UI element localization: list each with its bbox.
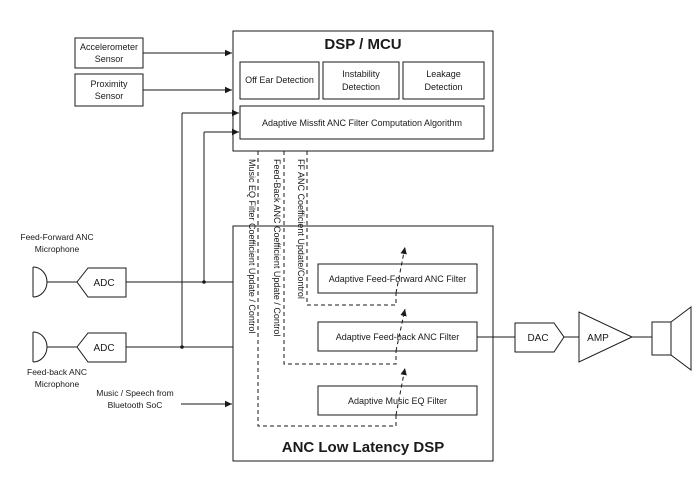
music-source-label-1: Music / Speech from xyxy=(96,388,173,398)
microphone-icon xyxy=(32,331,48,363)
dsp-mcu-title: DSP / MCU xyxy=(324,36,401,53)
off-ear-detection-label: Off Ear Detection xyxy=(245,75,314,85)
dac-block: DAC xyxy=(514,322,565,353)
fb-adc-block: ADC xyxy=(76,332,127,363)
adaptive-algorithm-label: Adaptive Missfit ANC Filter Computation … xyxy=(262,118,462,128)
eq-filter-label: Adaptive Music EQ Filter xyxy=(348,396,447,406)
ff-filter-label: Adaptive Feed-Forward ANC Filter xyxy=(329,274,467,284)
mic-feedback-paths xyxy=(180,109,239,349)
music-source-label-2: Bluetooth SoC xyxy=(108,400,163,410)
svg-text:ADC: ADC xyxy=(93,278,114,289)
control-lines xyxy=(257,151,407,427)
dsp-mcu-block: DSP / MCU Off Ear Detection Instability … xyxy=(232,30,494,152)
microphone-icon xyxy=(32,266,48,298)
proximity-sensor: Proximity Sensor xyxy=(74,73,144,107)
leakage-detection-label-1: Leakage xyxy=(426,69,461,79)
ff-mic-label-2: Microphone xyxy=(35,244,80,254)
svg-text:Sensor: Sensor xyxy=(95,54,124,64)
svg-text:DAC: DAC xyxy=(527,333,548,344)
ff-mic-label-1: Feed-Forward ANC xyxy=(20,232,93,242)
ff-control-label: FF ANC Coefficient Update/Control xyxy=(296,159,306,299)
accelerometer-sensor: Accelerometer Sensor xyxy=(74,37,144,69)
fb-control-label: Feed-Back ANC Coefficient Update / Contr… xyxy=(272,159,282,336)
speaker-icon xyxy=(651,306,692,371)
fb-mic-label-2: Microphone xyxy=(35,379,80,389)
fb-mic-label-1: Feed-back ANC xyxy=(27,367,87,377)
svg-text:Accelerometer: Accelerometer xyxy=(80,42,138,52)
svg-text:AMP: AMP xyxy=(587,333,609,344)
anc-dsp-block: ANC Low Latency DSP Adaptive Feed-Forwar… xyxy=(232,225,494,462)
svg-text:ADC: ADC xyxy=(93,343,114,354)
fb-filter-label: Adaptive Feed-back ANC Filter xyxy=(336,332,460,342)
anc-dsp-title: ANC Low Latency DSP xyxy=(282,439,445,456)
amplifier-triangle-icon: AMP xyxy=(578,311,634,363)
leakage-detection-label-2: Detection xyxy=(424,82,462,92)
svg-text:Proximity: Proximity xyxy=(90,79,128,89)
svg-text:Sensor: Sensor xyxy=(95,91,124,101)
ff-adc-block: ADC xyxy=(76,267,127,298)
instability-detection-label-1: Instability xyxy=(342,69,380,79)
music-eq-control-label: Music EQ Filter Coefficient Update / Con… xyxy=(247,159,257,333)
instability-detection-label-2: Detection xyxy=(342,82,380,92)
